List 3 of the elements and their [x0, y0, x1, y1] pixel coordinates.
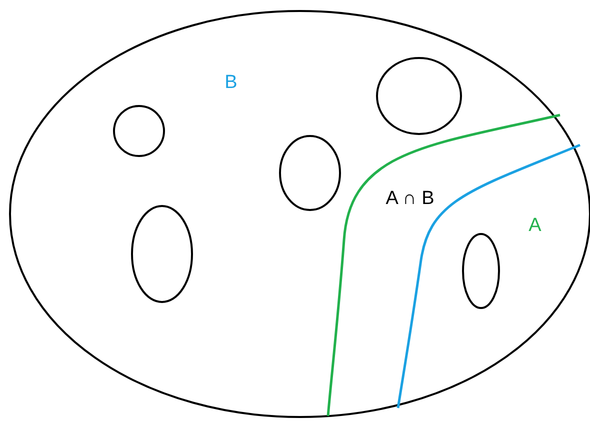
region-label: B	[224, 72, 238, 94]
region-label: A	[528, 215, 542, 237]
region-label: A ∩ B	[386, 188, 434, 210]
